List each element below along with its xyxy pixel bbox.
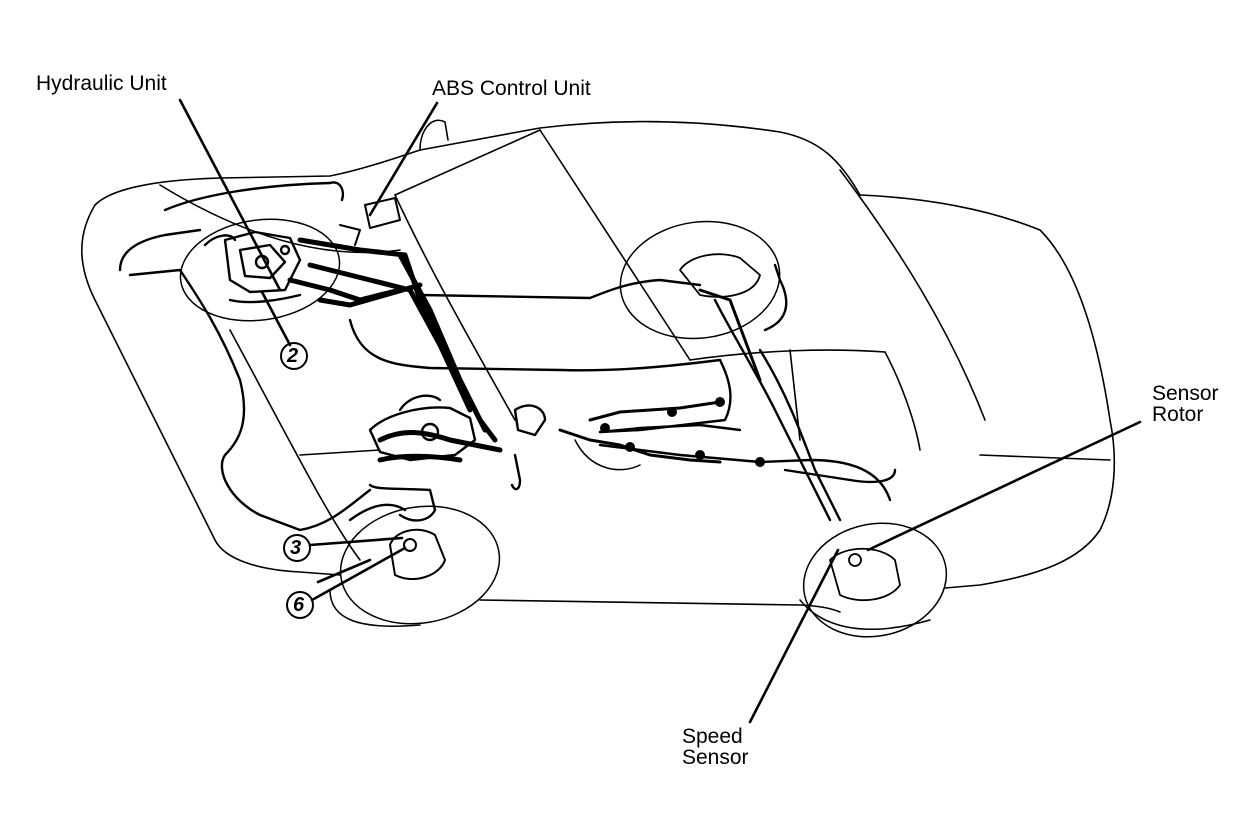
front-right-brake-assembly	[389, 528, 446, 580]
leader-callout-2	[260, 290, 292, 347]
leader-hydraulic-unit	[178, 98, 282, 292]
abs-control-unit-box	[339, 197, 401, 246]
callout-3: 3	[290, 537, 302, 559]
leader-callout-3	[308, 536, 404, 547]
master-cylinder	[368, 394, 547, 462]
wheels	[179, 218, 948, 638]
rear-left-wheel	[619, 220, 781, 340]
sensor-rotor-line2: Rotor	[1152, 403, 1204, 426]
callout-2-circle	[280, 342, 308, 370]
hydraulic-unit-label: Hydraulic Unit	[36, 72, 167, 95]
hydraulic-unit-assembly	[203, 230, 302, 304]
car-body-outline	[81, 119, 1116, 613]
leader-speed-sensor	[748, 548, 840, 724]
leader-sensor-rotor	[866, 420, 1142, 552]
rear-brake-assembly	[679, 253, 901, 602]
harness-connectors	[600, 397, 765, 467]
brake-lines	[118, 181, 897, 532]
front-left-wheel	[179, 218, 341, 322]
callout-2: 2	[287, 345, 299, 367]
sensor-rotor-label: Sensor Rotor	[1152, 383, 1219, 425]
abs-control-unit-label: ABS Control Unit	[432, 77, 591, 100]
speed-sensor-line1: Speed	[682, 725, 743, 748]
rear-right-wheel	[802, 522, 948, 638]
callout-6: 6	[293, 594, 305, 616]
leader-lines	[178, 98, 1142, 724]
callout-3-circle	[283, 534, 311, 562]
callout-circles	[280, 342, 314, 619]
wiring-harness	[287, 237, 503, 463]
leader-callout-6	[310, 546, 407, 602]
leader-abs-control-unit	[368, 101, 439, 217]
callout-6-circle	[286, 591, 314, 619]
speed-sensor-line2: Sensor	[682, 746, 749, 769]
wiring-harness-thin	[558, 288, 762, 464]
speed-sensor-label: Speed Sensor	[682, 726, 749, 768]
sensor-rotor-line1: Sensor	[1152, 382, 1219, 405]
front-right-wheel	[339, 505, 501, 625]
